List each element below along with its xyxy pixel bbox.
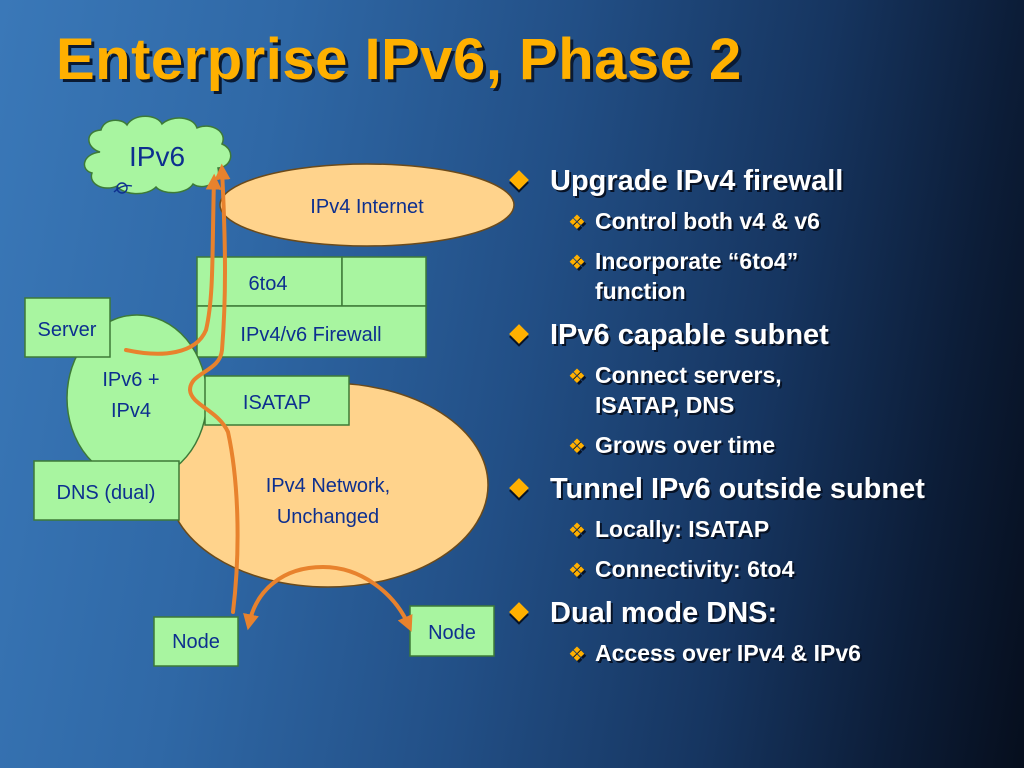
dns-box bbox=[33, 460, 180, 521]
diamond-bullet-icon bbox=[509, 170, 529, 190]
arrow-node-to-cloud bbox=[187, 163, 240, 614]
diamond-bullet-icon bbox=[509, 478, 529, 498]
arrow-node-to-node bbox=[243, 564, 413, 632]
ipv4-network-label-1: IPv4 Network, bbox=[266, 475, 390, 497]
dns-label: DNS (dual) bbox=[57, 482, 156, 504]
ipv6-cloud bbox=[83, 115, 232, 195]
node-right-label: Node bbox=[428, 622, 476, 644]
server-label: Server bbox=[38, 319, 97, 341]
sub-bullet: ❖ Locally: ISATAP bbox=[550, 514, 1010, 544]
ipv6-cloud-label: IPv6 bbox=[129, 141, 185, 172]
node-left-label: Node bbox=[172, 631, 220, 653]
slide-title: Enterprise IPv6, Phase 2 bbox=[56, 27, 742, 92]
sub-bullet-text: Access over IPv4 & IPv6 bbox=[595, 640, 861, 666]
sub-bullet-text-cont: ISATAP, DNS bbox=[595, 392, 735, 418]
diamond-bullet-icon bbox=[509, 602, 529, 622]
bullet-text: IPv6 capable subnet bbox=[550, 319, 829, 351]
bullet-text: Tunnel IPv6 outside subnet bbox=[550, 473, 925, 505]
sub-bullet-text-cont: function bbox=[595, 278, 686, 304]
ipv4-internet-label: IPv4 Internet bbox=[310, 196, 424, 218]
firewall-box bbox=[196, 305, 427, 358]
bullet-dns: Dual mode DNS: ❖ Access over IPv4 & IPv6 bbox=[509, 596, 1010, 668]
clover-bullet-icon: ❖ bbox=[568, 518, 586, 542]
sub-bullet: ❖ Access over IPv4 & IPv6 bbox=[550, 638, 1010, 668]
bullet-text: Dual mode DNS: bbox=[550, 597, 778, 629]
clover-bullet-icon: ❖ bbox=[568, 210, 586, 234]
clover-bullet-icon: ❖ bbox=[568, 364, 586, 388]
dual-subnet-label-1: IPv6 + bbox=[102, 369, 159, 391]
sub-bullet: ❖ Incorporate “6to4” function bbox=[550, 246, 1010, 306]
bullet-subnet: IPv6 capable subnet ❖ Connect servers, I… bbox=[509, 318, 1010, 460]
cloud-squiggle-icon bbox=[113, 182, 133, 194]
ipv4-network-label-2: Unchanged bbox=[277, 506, 379, 528]
sub-bullet-text: Connect servers, bbox=[595, 362, 782, 388]
sixto4-label: 6to4 bbox=[249, 273, 288, 295]
firewall-top-cell bbox=[341, 256, 427, 307]
clover-bullet-icon: ❖ bbox=[568, 558, 586, 582]
dual-subnet-label-2: IPv4 bbox=[111, 400, 151, 422]
bullet-text: Upgrade IPv4 firewall bbox=[550, 165, 844, 197]
isatap-box bbox=[204, 375, 350, 426]
sub-bullet: ❖ Connectivity: 6to4 bbox=[550, 554, 1010, 584]
sub-bullet-text: Locally: ISATAP bbox=[595, 516, 770, 542]
sub-bullet-text: Incorporate “6to4” bbox=[595, 248, 799, 274]
clover-bullet-icon: ❖ bbox=[568, 250, 586, 274]
bullet-list: Upgrade IPv4 firewall ❖ Control both v4 … bbox=[509, 164, 1010, 680]
sub-bullet-text: Connectivity: 6to4 bbox=[595, 556, 795, 582]
sub-bullet: ❖ Grows over time bbox=[550, 430, 1010, 460]
bullet-tunnel: Tunnel IPv6 outside subnet ❖ Locally: IS… bbox=[509, 472, 1010, 584]
sub-bullet-text: Grows over time bbox=[595, 432, 776, 458]
node-left-box bbox=[153, 616, 239, 667]
arrow-server-to-cloud bbox=[124, 173, 222, 356]
diamond-bullet-icon bbox=[509, 324, 529, 344]
ipv4-internet-oval bbox=[219, 163, 515, 247]
clover-bullet-icon: ❖ bbox=[568, 642, 586, 666]
node-right-box bbox=[409, 605, 495, 657]
firewall-label: IPv4/v6 Firewall bbox=[240, 324, 381, 346]
server-box bbox=[24, 297, 111, 358]
clover-bullet-icon: ❖ bbox=[568, 434, 586, 458]
sub-bullet-text: Control both v4 & v6 bbox=[595, 208, 820, 234]
isatap-label: ISATAP bbox=[243, 392, 311, 414]
sub-bullet: ❖ Control both v4 & v6 bbox=[550, 206, 1010, 236]
sub-bullet: ❖ Connect servers, ISATAP, DNS bbox=[550, 360, 1010, 420]
bullet-firewall: Upgrade IPv4 firewall ❖ Control both v4 … bbox=[509, 164, 1010, 306]
